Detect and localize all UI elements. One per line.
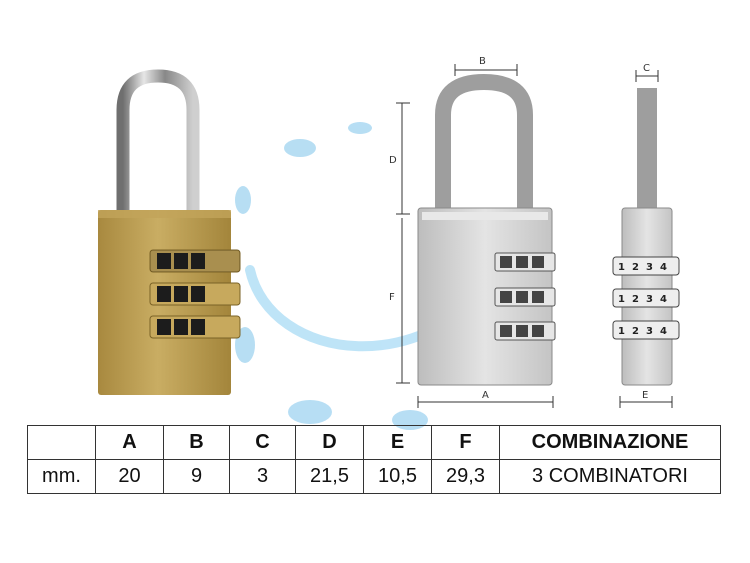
value-f: 29,3 (431, 459, 500, 494)
value-c: 3 (229, 459, 296, 494)
header-d: D (295, 425, 364, 460)
specs-header-row: A B C D E F COMBINAZIONE (27, 425, 721, 460)
header-c: C (229, 425, 296, 460)
front-dial-row-1 (494, 252, 556, 272)
svg-text:2: 2 (632, 294, 639, 305)
svg-text:2: 2 (632, 326, 639, 337)
svg-text:2: 2 (632, 262, 639, 273)
svg-text:1: 1 (618, 294, 625, 305)
front-dial-row-2 (494, 287, 556, 307)
brass-padlock (98, 69, 241, 395)
dimension-d-label: D (389, 155, 397, 166)
front-dial-row-3 (494, 321, 556, 341)
svg-text:1: 1 (618, 262, 625, 273)
dimension-a-label: A (482, 390, 489, 401)
svg-text:4: 4 (660, 326, 667, 337)
dimension-c-label: C (643, 63, 650, 74)
dimension-f: F (389, 218, 410, 384)
svg-text:3: 3 (646, 326, 653, 337)
value-e: 10,5 (363, 459, 432, 494)
svg-text:1: 1 (618, 326, 625, 337)
header-combinazione: COMBINAZIONE (499, 425, 721, 460)
svg-text:3: 3 (646, 262, 653, 273)
dimension-f-label: F (389, 292, 395, 303)
header-e: E (363, 425, 432, 460)
side-dial-row-2: 1 2 3 4 (612, 288, 680, 308)
specs-table: A B C D E F COMBINAZIONE mm. 20 9 3 21,5… (27, 425, 721, 494)
dimension-e-label: E (642, 390, 648, 401)
svg-text:3: 3 (646, 294, 653, 305)
header-b: B (163, 425, 230, 460)
svg-text:4: 4 (660, 262, 667, 273)
brass-dial-row-2 (149, 282, 241, 306)
unit-cell: mm. (27, 459, 96, 494)
value-a: 20 (95, 459, 164, 494)
specs-value-row: mm. 20 9 3 21,5 10,5 29,3 3 COMBINATORI (27, 459, 721, 494)
dimension-a: A (417, 390, 554, 408)
dimension-b: B (454, 56, 518, 76)
header-a: A (95, 425, 164, 460)
front-technical-drawing: B D F A (389, 56, 556, 408)
value-b: 9 (163, 459, 230, 494)
dimension-e: E (619, 390, 673, 408)
header-empty-cell (27, 425, 96, 460)
header-f: F (431, 425, 500, 460)
value-combinazione: 3 COMBINATORI (499, 459, 721, 494)
brass-dial-row-3 (149, 315, 241, 339)
side-technical-drawing: 1 2 3 4 1 2 3 4 1 2 3 4 C (612, 63, 680, 408)
dimension-b-label: B (479, 56, 486, 67)
svg-text:4: 4 (660, 294, 667, 305)
side-dial-row-3: 1 2 3 4 (612, 320, 680, 340)
dimension-c: C (635, 63, 659, 82)
value-d: 21,5 (295, 459, 364, 494)
side-dial-row-1: 1 2 3 4 (612, 256, 680, 276)
brass-dial-row-1 (149, 249, 241, 273)
dimension-d: D (389, 102, 410, 215)
